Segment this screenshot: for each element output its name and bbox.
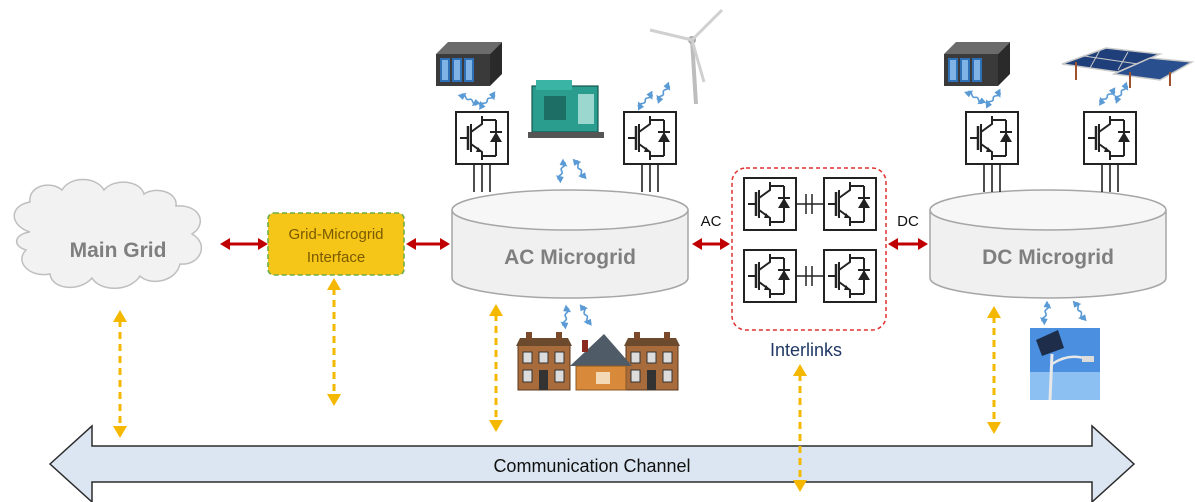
inverter-igbt-icon xyxy=(742,176,798,232)
dc-converters xyxy=(964,110,1138,192)
communication-channel-arrow xyxy=(48,424,1136,502)
data-link-icon xyxy=(651,80,675,106)
wind-turbine-icon xyxy=(649,8,724,105)
data-link-icon xyxy=(456,88,483,111)
comm-link-ac-microgrid xyxy=(487,302,505,434)
ac-link-label: AC xyxy=(701,213,722,230)
inverter-igbt-icon xyxy=(742,248,798,304)
ac-microgrid: AC Microgrid xyxy=(451,189,689,299)
data-link-icon xyxy=(1070,297,1089,325)
inverter-igbt-icon xyxy=(964,110,1020,166)
inverter-igbt-icon xyxy=(1082,110,1138,166)
interface-box xyxy=(267,212,405,276)
power-link-interlinks-dc xyxy=(888,238,928,250)
power-link-interface-ac xyxy=(406,238,450,250)
interlinks-border xyxy=(731,167,887,331)
interface-label-line2: Interface xyxy=(307,249,365,266)
ac-converters xyxy=(454,110,678,192)
houses-icon xyxy=(515,331,681,391)
main-grid-label: Main Grid xyxy=(70,239,167,262)
communication-channel: Communication Channel xyxy=(48,424,1136,502)
inverter-igbt-icon xyxy=(822,248,878,304)
interlinks-label: Interlinks xyxy=(770,340,842,360)
inverter-igbt-icon xyxy=(454,110,510,166)
dc-link-label: DC xyxy=(897,213,919,230)
battery-storage-icon xyxy=(944,42,1010,86)
comm-link-interface xyxy=(325,276,343,408)
data-link-icon xyxy=(980,87,1006,111)
dc-microgrid: DC Microgrid xyxy=(929,189,1167,299)
data-link-icon xyxy=(1036,299,1055,327)
inverter-igbt-icon xyxy=(822,176,878,232)
data-link-icon xyxy=(962,85,988,109)
power-link-grid-interface xyxy=(220,238,268,250)
main-grid-cloud: Main Grid xyxy=(13,178,203,289)
data-link-icon xyxy=(577,301,594,329)
interface-label-line1: Grid-Microgrid xyxy=(288,226,383,243)
comm-link-main-grid xyxy=(111,308,129,440)
data-link-icon xyxy=(552,157,571,185)
battery-storage-icon xyxy=(436,42,502,86)
data-link-icon xyxy=(632,89,658,113)
solar-street-light-icon xyxy=(1030,328,1100,401)
diesel-generator-icon xyxy=(528,80,604,138)
interlinks: Interlinks xyxy=(731,167,887,360)
communication-channel-label: Communication Channel xyxy=(493,456,690,476)
data-link-icon xyxy=(557,303,574,331)
data-link-icon xyxy=(474,89,501,112)
data-link-icon xyxy=(570,155,589,183)
power-link-ac-interlinks xyxy=(692,238,730,250)
solar-panel-icon xyxy=(1061,47,1195,88)
inverter-igbt-icon xyxy=(622,110,678,166)
cloud-shape xyxy=(13,178,203,289)
comm-link-dc-microgrid xyxy=(985,304,1003,436)
dc-microgrid-label: DC Microgrid xyxy=(982,246,1114,269)
grid-microgrid-interface: Grid-Microgrid Interface xyxy=(267,212,405,276)
ac-microgrid-label: AC Microgrid xyxy=(504,246,636,269)
